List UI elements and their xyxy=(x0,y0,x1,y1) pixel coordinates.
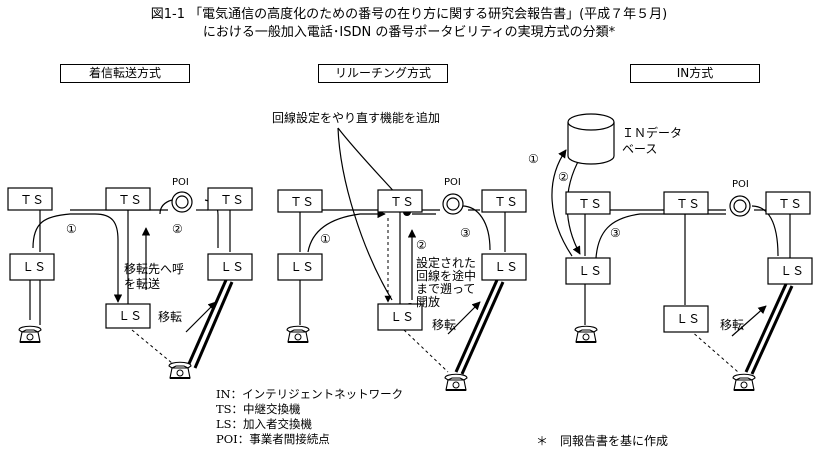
ls-label: ＬＳ xyxy=(118,309,143,323)
poi-label: POI xyxy=(172,177,189,188)
legend-ts: TS：中継交換機 xyxy=(216,402,301,416)
ls-label: ＬＳ xyxy=(578,264,603,278)
transfer-label: 移転 xyxy=(432,318,457,332)
poi-label: POI xyxy=(732,179,749,190)
step-number-3: ③ xyxy=(460,226,471,240)
ts-label: ＴＳ xyxy=(578,197,603,211)
step-number-1: ① xyxy=(320,232,331,246)
ls-label: ＬＳ xyxy=(494,260,519,274)
transfer-label: 移転 xyxy=(720,318,745,332)
ls-label: ＬＳ xyxy=(780,264,805,278)
figure-title-line-1: 図1-1 「電気通信の高度化のための番号の在り方に関する研究会報告書」(平成７年… xyxy=(150,7,668,22)
rerouting-note-line-1: 設定された xyxy=(416,256,477,270)
ts-label: ＴＳ xyxy=(676,197,701,211)
ts-box xyxy=(277,189,323,213)
step-number-2: ② xyxy=(416,238,427,252)
ls-box xyxy=(377,303,423,331)
ts-label: ＴＳ xyxy=(778,197,803,211)
telephone-icon xyxy=(444,373,468,391)
ts-label: ＴＳ xyxy=(390,195,415,209)
poi-label: POI xyxy=(444,177,461,188)
step-number-2: ② xyxy=(172,222,183,236)
ls-label: ＬＳ xyxy=(390,310,415,324)
legend-poi: POI：事業者間接続点 xyxy=(216,432,330,446)
step-number-1: ① xyxy=(528,152,539,166)
ls-label: ＬＳ xyxy=(676,312,701,326)
telephone-icon xyxy=(732,373,756,391)
ts-box xyxy=(377,189,423,213)
panel-forwarding xyxy=(29,198,234,369)
telephone-icon xyxy=(168,361,192,379)
ts-box xyxy=(7,187,53,211)
database-cylinder-icon xyxy=(567,113,615,165)
ls-box xyxy=(207,253,253,281)
ls-box xyxy=(277,253,323,281)
ts-box xyxy=(765,191,811,215)
panel-rerouting xyxy=(299,127,506,375)
ts-box xyxy=(565,191,611,215)
rerouting-function-label: 回線設定をやり直す機能を追加 xyxy=(272,111,441,125)
legend-in: IN：インテリジェントネットワーク xyxy=(216,387,404,401)
ls-box xyxy=(105,303,151,329)
figure-title-line-2: における一般加入電話･ISDN の番号ポータビリティの実現方式の分類* xyxy=(202,25,616,40)
ls-box xyxy=(481,253,527,281)
ts-box xyxy=(105,187,151,211)
telephone-icon xyxy=(286,325,310,343)
ls-label: ＬＳ xyxy=(290,260,315,274)
ls-box xyxy=(767,257,813,285)
in-database-label-line-1: ＩＮデータ xyxy=(622,126,683,140)
method-header-rerouting: リルーチング方式 xyxy=(318,64,448,83)
step-number-3: ③ xyxy=(610,226,621,240)
legend-ls: LS：加入者交換機 xyxy=(216,417,313,431)
telephones xyxy=(18,325,756,391)
switch-boxes xyxy=(7,110,813,333)
ts-box xyxy=(207,187,253,211)
telephone-icon xyxy=(18,325,42,343)
ts-label: ＴＳ xyxy=(20,193,45,207)
ls-box xyxy=(565,257,611,285)
footnote: ＊ 同報告書を基に作成 xyxy=(536,434,669,448)
forwarding-note-line-2: を転送 xyxy=(124,277,161,291)
telephone-icon xyxy=(574,325,598,343)
ts-label: ＴＳ xyxy=(494,195,519,209)
ls-label: ＬＳ xyxy=(220,260,245,274)
rerouting-note-line-4: 開放 xyxy=(416,295,441,309)
rerouting-note-line-2: 回線を途中 xyxy=(416,269,477,283)
ts-label: ＴＳ xyxy=(290,195,315,209)
ts-box xyxy=(481,189,527,213)
ts-box xyxy=(663,191,709,215)
step-number-1: ① xyxy=(66,222,77,236)
forwarding-note-line-1: 移転先へ呼 xyxy=(124,262,185,276)
ls-box xyxy=(9,253,55,281)
ls-box xyxy=(663,305,709,333)
step-number-2: ② xyxy=(558,170,569,184)
ls-label: ＬＳ xyxy=(22,260,47,274)
method-header-forwarding: 着信転送方式 xyxy=(60,64,190,83)
ts-label: ＴＳ xyxy=(220,193,245,207)
ts-label: ＴＳ xyxy=(118,193,143,207)
rerouting-note-line-3: まで遡って xyxy=(416,282,476,296)
method-header-in: IN方式 xyxy=(630,64,760,83)
in-database-label-line-2: ベース xyxy=(622,142,658,156)
transfer-label: 移転 xyxy=(158,310,183,324)
